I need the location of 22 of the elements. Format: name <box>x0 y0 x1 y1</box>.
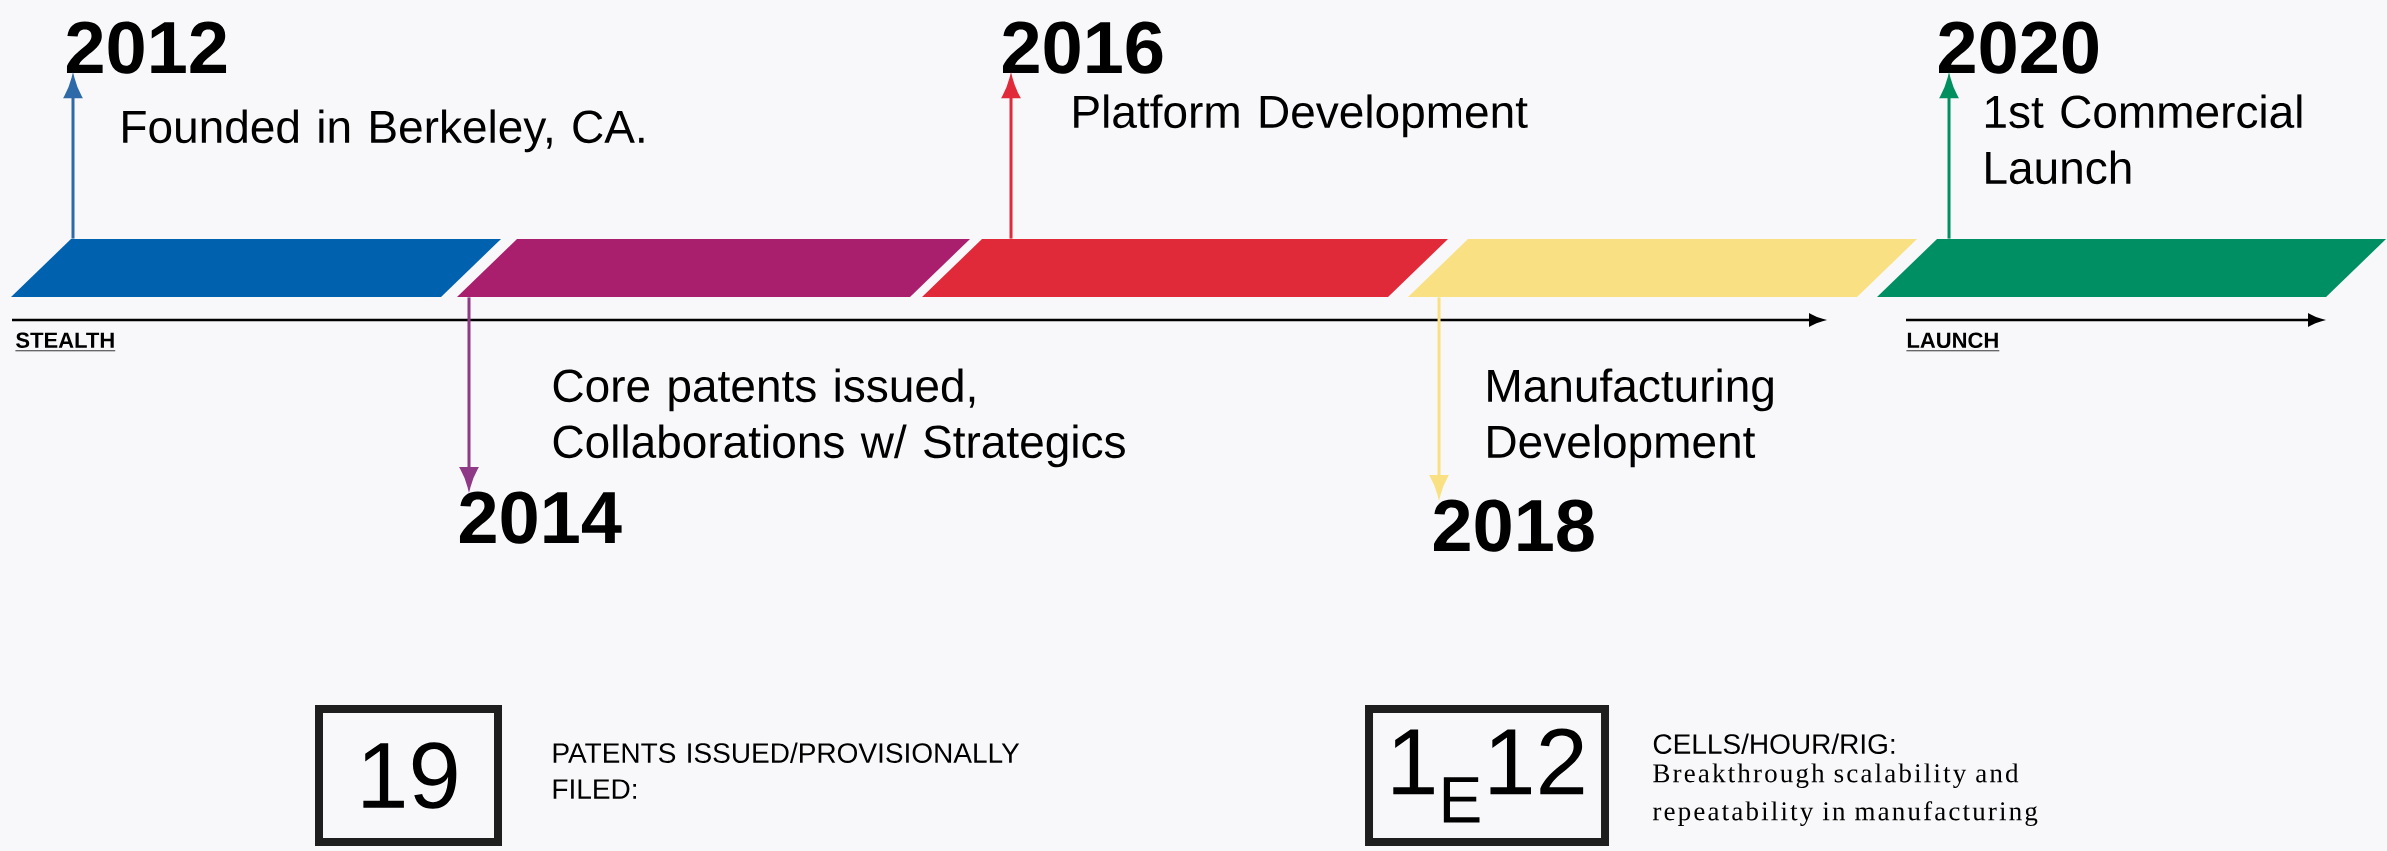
timeline-band <box>1408 239 1917 297</box>
year-label: 2012 <box>66 21 227 74</box>
phase-label: LAUNCH <box>1906 332 2000 352</box>
timeline-band <box>1877 239 2387 297</box>
year-label: 2016 <box>1003 21 1163 74</box>
year-label: 2020 <box>1939 21 2098 74</box>
year-label: 2018 <box>1434 499 1594 552</box>
milestone-text: Core patents issued, Collaborations w/ Strategics <box>553 368 1125 468</box>
milestone-text: Platform Development <box>1074 94 1528 138</box>
timeline-band <box>922 239 1448 297</box>
stat-box: 1$_{E}$12 <box>1365 705 1609 846</box>
stat-box: 19 <box>315 705 502 846</box>
year-label: 2014 <box>460 491 622 544</box>
stat-description: Breakthrough scalability and repeatability in manufacturing <box>1652 763 2038 826</box>
milestone-text: 1st Commercial Launch <box>1985 94 2302 185</box>
milestone-text: Founded in Berkeley, CA. <box>123 109 644 153</box>
stat-caption: CELLS/HOUR/RIG: <box>1653 733 1895 754</box>
phase-label: STEALTH <box>15 332 116 352</box>
timeline-band <box>11 239 501 297</box>
milestone-text: Manufacturing Development <box>1488 368 1773 468</box>
timeline-band <box>457 239 970 297</box>
stat-caption: PATENTS ISSUED/PROVISIONALLY FILED: <box>553 742 1020 799</box>
